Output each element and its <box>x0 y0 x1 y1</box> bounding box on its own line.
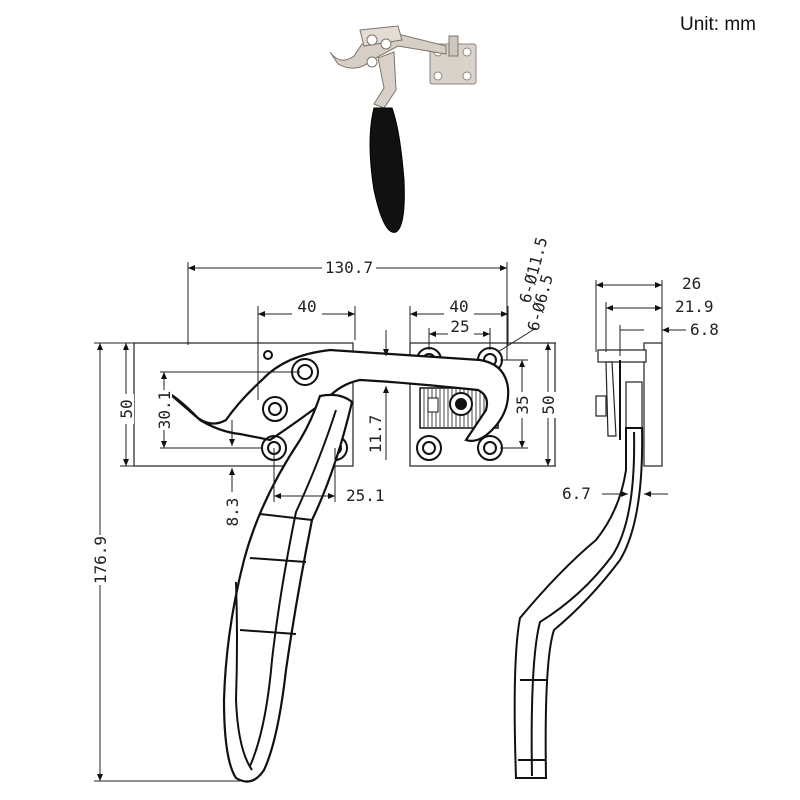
dim-side-thick: 6.8 <box>690 320 719 339</box>
product-photo <box>329 25 477 233</box>
dim-side-depth: 26 <box>682 274 701 293</box>
dim-handle-spacing: 25.1 <box>346 486 385 505</box>
dim-overall-height: 176.9 <box>91 536 110 584</box>
dim-left-height: 50 <box>117 399 136 418</box>
side-view: 26 21.9 6.8 6.7 <box>513 274 719 779</box>
dim-side-mid: 21.9 <box>675 297 714 316</box>
dim-left-inner: 30.1 <box>155 391 174 430</box>
side-handle <box>513 427 644 779</box>
dim-right-inner-height: 35 <box>513 395 532 414</box>
side-dimensions: 26 21.9 6.8 6.7 <box>562 274 719 503</box>
dim-right-height: 50 <box>539 395 558 414</box>
dim-overall-width: 130.7 <box>325 258 373 277</box>
dim-right-inner-holes: 25 <box>450 317 469 336</box>
front-view: 130.7 40 40 25 6-Ø6.5 6-Ø11.5 50 <box>91 235 558 783</box>
front-dimensions: 130.7 40 40 25 6-Ø6.5 6-Ø11.5 50 <box>91 235 558 782</box>
unit-label: Unit: mm <box>680 14 756 35</box>
dim-hook-gap: 11.7 <box>366 415 385 454</box>
dim-left-plate-holes: 40 <box>297 297 316 316</box>
dim-lower-offset: 8.3 <box>223 498 242 527</box>
handle <box>222 393 354 783</box>
dim-handle-thick: 6.7 <box>562 484 591 503</box>
dim-right-plate-holes: 40 <box>449 297 468 316</box>
